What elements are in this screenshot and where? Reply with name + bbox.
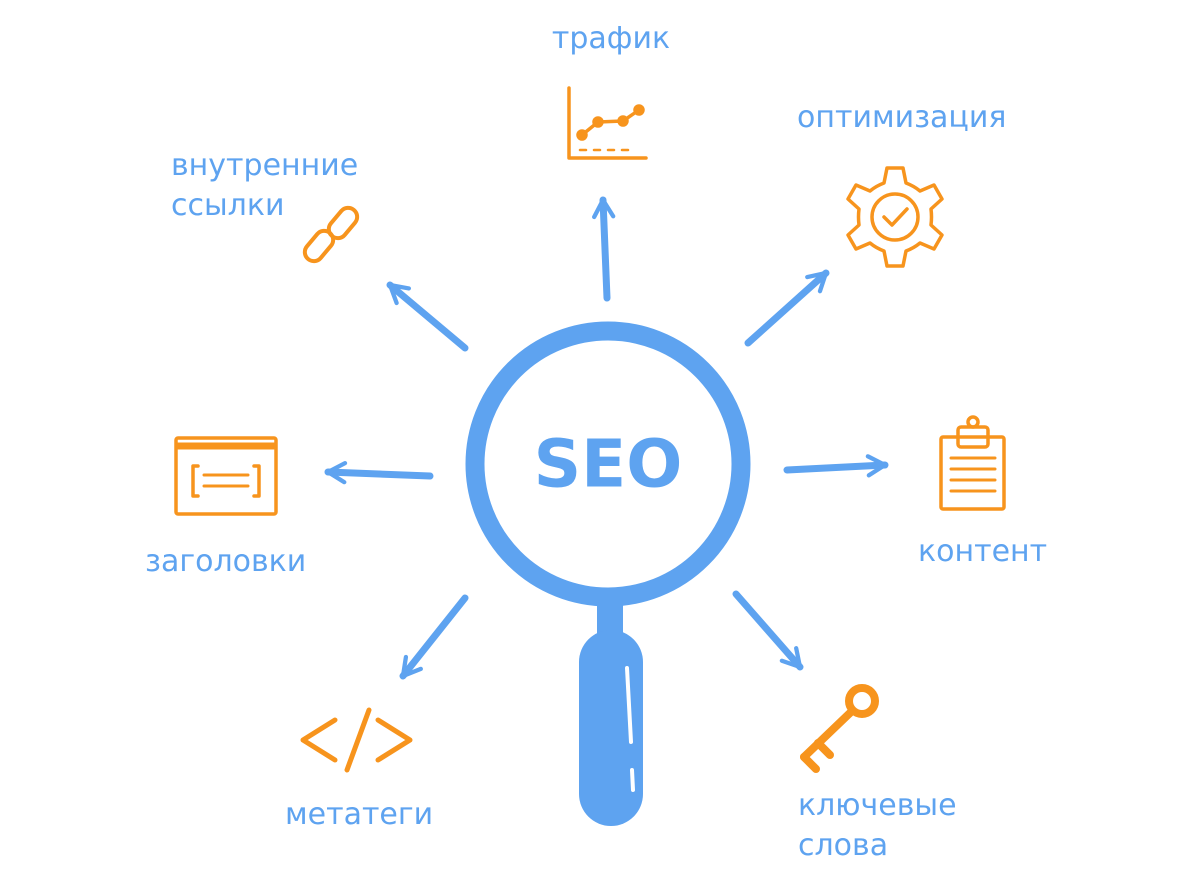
arrow-content	[783, 454, 889, 478]
label-optimization: оптимизация	[797, 100, 1006, 135]
icons	[174, 86, 1006, 773]
label-internal-links-line1: внутренние	[171, 148, 358, 183]
arrow-metatags	[399, 594, 469, 680]
label-traffic: трафик	[552, 21, 670, 56]
arrows	[324, 196, 889, 680]
label-keywords-line2: слова	[798, 828, 888, 863]
browser-window-icon	[174, 436, 278, 516]
label-headings: заголовки	[145, 544, 306, 579]
arrow-headings	[324, 460, 434, 485]
magnifier: SEO	[465, 321, 751, 826]
chain-link-icon	[302, 205, 360, 264]
center-label: SEO	[534, 426, 683, 503]
label-metatags: метатеги	[285, 797, 433, 832]
label-internal-links-line2: ссылки	[171, 188, 284, 223]
line-chart-icon	[567, 86, 648, 160]
labels: трафик оптимизация контент ключевые слов…	[145, 21, 1047, 863]
magnifier-lens	[465, 321, 751, 607]
handle-highlight	[625, 666, 633, 744]
handle-highlight-dot	[630, 768, 635, 792]
code-tag-icon	[300, 707, 413, 773]
gear-check-icon	[846, 166, 944, 268]
arrow-internal-links	[386, 281, 469, 352]
label-content: контент	[918, 534, 1047, 569]
arrow-traffic	[592, 196, 616, 302]
label-keywords-line1: ключевые	[798, 788, 957, 823]
magnifier-handle	[579, 630, 643, 826]
clipboard-icon	[939, 415, 1006, 511]
key-icon	[800, 684, 879, 773]
arrow-keywords	[732, 590, 804, 671]
arrow-optimization	[744, 269, 830, 347]
